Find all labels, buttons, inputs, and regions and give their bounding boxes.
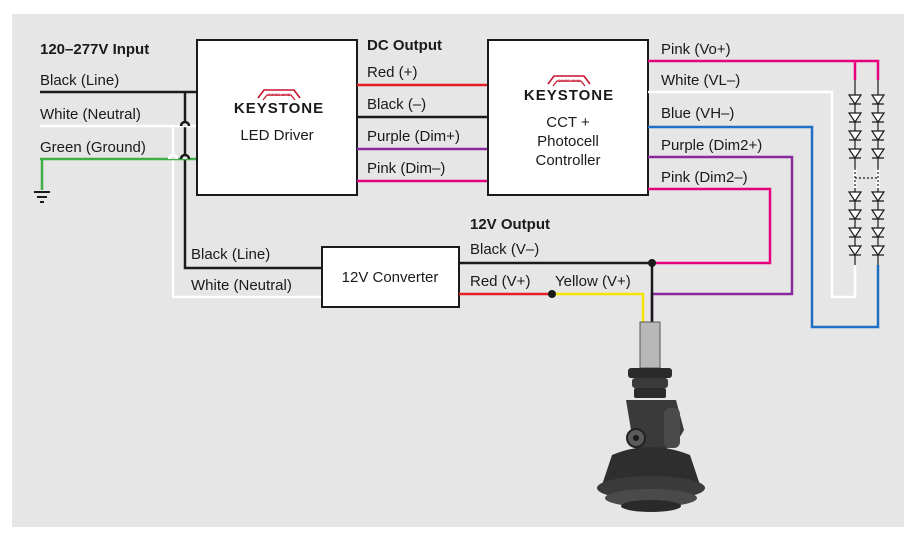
keystone-logo: SINCE 1945 KEYSTONE [234,89,324,117]
led-driver-label: LED Driver [240,127,313,144]
led-diode-icon [870,148,886,160]
converter-box: 12V Converter [321,246,460,308]
svg-text:SINCE 1945: SINCE 1945 [268,92,291,97]
wire-crossover-hop [167,153,179,160]
controller-line1: CCT + [546,114,590,131]
input-line-label: Black (Line) [40,72,119,89]
controller-line3: Controller [535,152,600,169]
led-diode-icon [847,227,863,239]
dc-output-title: DC Output [367,37,442,54]
converter-white-wire [171,126,322,299]
converter-neutral-label: White (Neutral) [191,277,292,294]
led-driver-box: SINCE 1945 KEYSTONE LED Driver [196,39,358,196]
wire-crossover-hop [179,120,191,127]
led-diode-icon [847,112,863,124]
input-neutral-label: White (Neutral) [40,106,141,123]
12v-yellow-label: Yellow (V+) [555,273,631,290]
led-diode-icon [870,191,886,203]
led-diode-icon [847,245,863,257]
dc-purple-label: Purple (Dim+) [367,128,460,145]
led-diode-icon [847,94,863,106]
out-white-vl-label: White (VL–) [661,72,740,89]
dc-red-label: Red (+) [367,64,417,81]
keystone-logo: SINCE 1945 KEYSTONE [524,75,614,104]
junction-dot [648,259,656,267]
controller-box: SINCE 1945 KEYSTONE CCT + Photocell Cont… [487,39,649,196]
controller-line2: Photocell [537,133,599,150]
converter-black-wire [183,92,322,270]
led-diode-icon [870,227,886,239]
svg-text:KEYSTONE: KEYSTONE [524,87,614,104]
led-diode-icon [847,209,863,221]
out-pink-dim2-label: Pink (Dim2–) [661,169,748,186]
led-diode-icon [870,209,886,221]
led-diode-icon [870,94,886,106]
12v-output-title: 12V Output [470,216,550,233]
led-diode-icon [847,148,863,160]
converter-label: 12V Converter [342,269,439,286]
converter-line-label: Black (Line) [191,246,270,263]
junction-dot [548,290,556,298]
led-diode-icon [847,191,863,203]
dc-black-label: Black (–) [367,96,426,113]
ground-symbol-icon [34,191,50,203]
led-diode-icon [870,112,886,124]
led-diode-icon [870,245,886,257]
input-title: 120–277V Input [40,41,149,58]
svg-text:KEYSTONE: KEYSTONE [234,100,324,117]
dc-pink-label: Pink (Dim–) [367,160,445,177]
12v-red-label: Red (V+) [470,273,530,290]
input-wires [40,90,322,299]
svg-text:SINCE 1945: SINCE 1945 [558,78,581,83]
input-ground-label: Green (Ground) [40,139,146,156]
12v-black-label: Black (V–) [470,241,539,258]
dc-output-wires [357,83,488,183]
out-pink-vo-label: Pink (Vo+) [661,41,731,58]
wire-crossover-hop [179,153,191,160]
led-diode-icon [870,130,886,142]
out-purple-dim2-label: Purple (Dim2+) [661,137,762,154]
out-blue-vh-label: Blue (VH–) [661,105,734,122]
led-diode-icon [847,130,863,142]
photocell-sensor-icon [597,321,705,512]
